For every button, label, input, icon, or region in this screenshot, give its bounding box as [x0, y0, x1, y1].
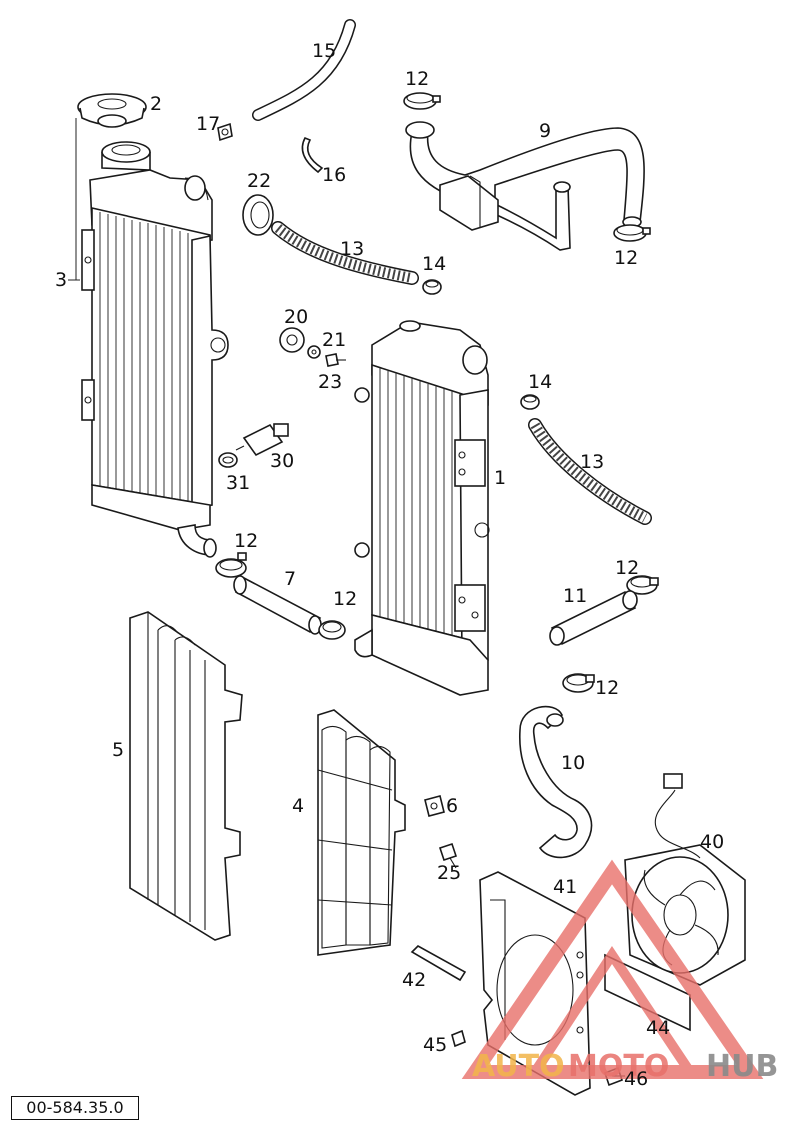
watermark-word-hub: HUB: [706, 1049, 778, 1084]
screw-23: [325, 353, 346, 367]
callout-25: 25: [437, 862, 461, 884]
callout-12-left: 12: [234, 530, 258, 552]
washer-21: [307, 345, 321, 359]
callout-23: 23: [318, 371, 342, 393]
callout-17: 17: [196, 113, 220, 135]
nut-clip-6: [424, 795, 445, 817]
radiator-right-1: [354, 320, 490, 696]
strip-42: [410, 945, 467, 982]
watermark-text: AUTO MOTO HUB: [472, 1049, 778, 1084]
radiator-cap-2: [77, 93, 147, 128]
spring-clip-16: [301, 136, 324, 174]
callout-22: 22: [247, 170, 271, 192]
callout-7: 7: [284, 568, 296, 590]
callout-30: 30: [270, 450, 294, 472]
callout-45: 45: [423, 1034, 447, 1056]
radiator-right-fins: [379, 368, 453, 635]
callout-6: 6: [446, 795, 458, 817]
hose-15: [252, 19, 356, 121]
hose-clamp-12-upper-right: [626, 575, 659, 595]
hose-clamp-12-mid: [318, 620, 346, 640]
shroud-5: [129, 611, 243, 941]
callout-5: 5: [112, 739, 124, 761]
callout-16: 16: [322, 164, 346, 186]
callout-20: 20: [284, 306, 308, 328]
grille-4: [317, 709, 406, 956]
curved-hose-10: [519, 705, 593, 859]
drawing-reference-number: 00-584.35.0: [11, 1096, 139, 1120]
temperature-sensor-30: [235, 423, 289, 457]
hose-clamp-12-top: [403, 92, 441, 110]
watermark-word-moto: MOTO: [568, 1049, 669, 1084]
callout-15: 15: [312, 40, 336, 62]
clamp-14-upper: [422, 279, 442, 295]
callout-13-right: 13: [580, 451, 604, 473]
watermark-logo: [461, 859, 764, 1079]
callout-9: 9: [539, 120, 551, 142]
callout-12-top: 12: [405, 68, 429, 90]
y-hose-9: [405, 121, 645, 251]
callout-12-upper-right: 12: [615, 557, 639, 579]
callout-12-right: 12: [614, 247, 638, 269]
radiator-left-fins: [99, 212, 189, 501]
fan-40: [624, 773, 746, 986]
callout-3: 3: [55, 269, 67, 291]
hose-clamp-12-left: [215, 552, 247, 578]
callout-40: 40: [700, 831, 724, 853]
callout-14-right: 14: [528, 371, 552, 393]
watermark-word-auto: AUTO: [472, 1049, 565, 1084]
callout-44: 44: [646, 1017, 670, 1039]
callout-14-upper: 14: [422, 253, 446, 275]
braided-hose-13-upper: [271, 221, 419, 285]
callout-13-upper: 13: [340, 238, 364, 260]
screw-45: [451, 1029, 466, 1048]
callout-labels: 15 2 17 16 12 9 12 22 13 14 3 20 21 23 1…: [55, 40, 724, 1090]
screw-25: [438, 842, 458, 869]
hose-11: [549, 590, 638, 646]
hose-clamp-12-lower-right: [562, 673, 595, 693]
clamp-14-right: [520, 394, 540, 410]
clip-17: [217, 122, 233, 142]
callout-12-lower-right: 12: [595, 677, 619, 699]
callout-41: 41: [553, 876, 577, 898]
callout-21: 21: [322, 329, 346, 351]
grommet-20: [279, 327, 305, 353]
callout-4: 4: [292, 795, 304, 817]
callout-11: 11: [563, 585, 587, 607]
callout-12-mid: 12: [333, 588, 357, 610]
callout-46: 46: [624, 1068, 648, 1090]
hose-clamp-12-right: [613, 224, 651, 242]
seal-ring-22: [242, 194, 274, 236]
callout-1: 1: [494, 467, 506, 489]
hose-7: [233, 575, 322, 635]
radiator-left-3: [81, 141, 229, 558]
callout-31: 31: [226, 472, 250, 494]
braided-hose-13-right: [528, 418, 652, 525]
callout-2: 2: [150, 93, 162, 115]
callout-42: 42: [402, 969, 426, 991]
sealing-ring-31: [218, 452, 238, 468]
callout-10: 10: [561, 752, 585, 774]
